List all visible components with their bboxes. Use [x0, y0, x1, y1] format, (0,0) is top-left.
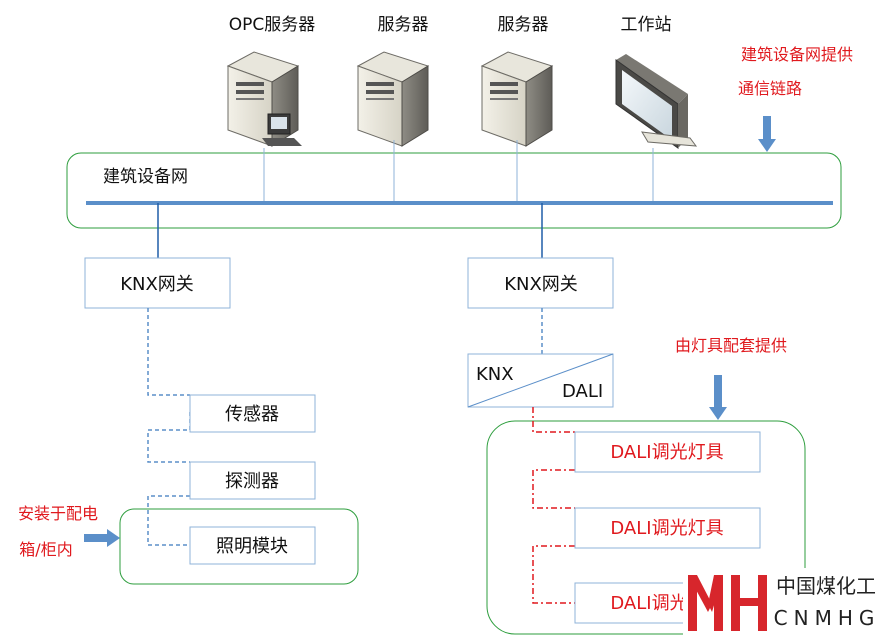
dali-fixture-label-2: DALI调光灯具 — [610, 518, 723, 539]
logo-cn-text: 中国煤化工 — [776, 574, 876, 598]
network-group — [66, 152, 842, 229]
device-connectors — [263, 140, 654, 203]
server-icon — [356, 51, 430, 147]
workstation-label: 工作站 — [621, 15, 672, 35]
detector-box — [189, 461, 316, 500]
server-icon — [480, 51, 554, 147]
converter-dali-label: DALI — [562, 381, 603, 402]
server-label-3: 服务器 — [498, 15, 549, 35]
cabinet-group — [119, 508, 359, 585]
fixture-group — [486, 420, 806, 635]
server-label-opc: OPC服务器 — [229, 15, 316, 35]
network-note-line1: 建筑设备网提供 — [741, 45, 853, 64]
sensor-box — [189, 394, 316, 433]
dali-fixture-label-1: DALI调光灯具 — [610, 442, 723, 463]
left-knx-link — [147, 308, 191, 546]
server-label-2: 服务器 — [378, 15, 429, 35]
network-label: 建筑设备网 — [103, 167, 188, 187]
knx-gateway-left-label: KNX网关 — [120, 274, 194, 295]
cabinet-note-line1: 安装于配电 — [18, 504, 98, 523]
right-arrow-icon — [84, 529, 120, 547]
lighting-module-label: 照明模块 — [216, 536, 288, 557]
dali-link — [532, 407, 575, 604]
workstation-monitor-icon — [615, 54, 698, 149]
down-arrow-icon — [709, 375, 727, 420]
converter-knx-label: KNX — [476, 364, 514, 385]
dali-fixture-box-2 — [574, 507, 761, 549]
cabinet-note-line2: 箱/柜内 — [19, 540, 72, 559]
cnmhg-logo: 中国煤化工 CNMHG — [683, 568, 890, 636]
knx-gateway-left — [84, 257, 231, 309]
knx-gateway-right-label: KNX网关 — [504, 274, 578, 295]
server-with-monitor-icon — [226, 51, 302, 147]
logo-en-text: CNMHG — [774, 606, 881, 630]
dali-fixture-box-1 — [574, 431, 761, 473]
lighting-module-box — [189, 526, 316, 565]
knx-gateway-right — [467, 257, 614, 309]
network-note-line2: 通信链路 — [738, 79, 802, 98]
converter-divider — [467, 353, 614, 408]
sensor-label: 传感器 — [225, 404, 279, 425]
down-arrow-icon — [758, 116, 776, 152]
fixture-note: 由灯具配套提供 — [675, 336, 787, 355]
detector-label: 探测器 — [225, 471, 279, 492]
